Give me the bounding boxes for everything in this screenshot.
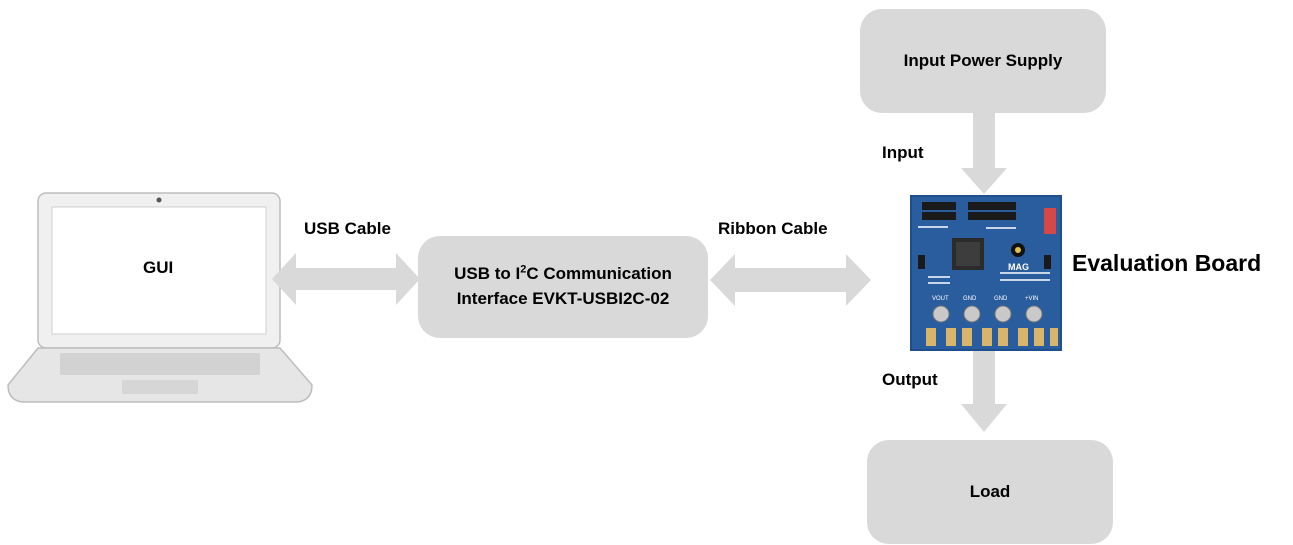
- board-terminal-label: VOUT: [932, 296, 949, 302]
- input-label: Input: [882, 143, 924, 162]
- interface-line-1: USB to I2C Communication: [454, 263, 672, 284]
- ribbon-cable-arrow: [710, 254, 871, 306]
- evaluation-board-illustration: [910, 195, 1062, 351]
- usb-i2c-interface-box: USB to I2C Communication Interface EVKT-…: [418, 236, 708, 338]
- board-terminal-label: GND: [994, 296, 1008, 302]
- input-power-supply-label: Input Power Supply: [903, 50, 1063, 70]
- board-terminal-label: +VIN: [1025, 296, 1039, 302]
- usb-cable-arrow: [272, 253, 420, 305]
- board-terminal-label: GND: [963, 296, 977, 302]
- usb-cable-label: USB Cable: [304, 219, 391, 238]
- ribbon-cable-label: Ribbon Cable: [718, 219, 828, 238]
- load-box: Load: [867, 440, 1113, 544]
- laptop-illustration: [7, 192, 313, 403]
- output-label: Output: [882, 370, 938, 389]
- input-arrow: [961, 113, 1007, 194]
- evaluation-board-label: Evaluation Board: [1072, 250, 1262, 276]
- load-label: Load: [969, 481, 1011, 501]
- gui-label: GUI: [143, 258, 174, 277]
- board-logo: MAG: [1008, 262, 1029, 272]
- output-arrow: [961, 346, 1007, 432]
- input-power-supply-box: Input Power Supply: [860, 9, 1106, 113]
- interface-line-2: Interface EVKT-USBI2C-02: [456, 289, 670, 308]
